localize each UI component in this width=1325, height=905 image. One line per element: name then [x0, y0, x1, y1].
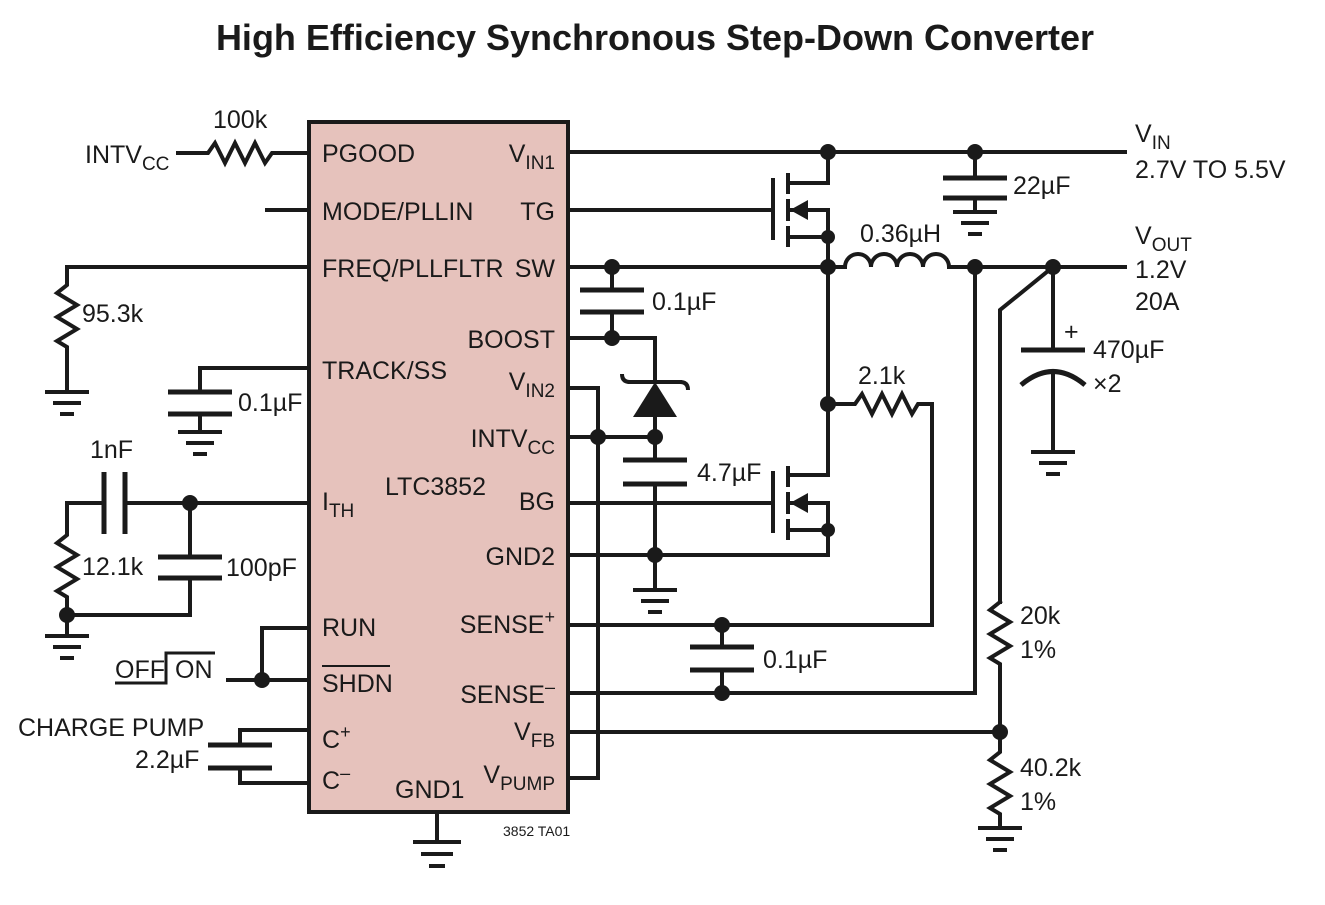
cplus-net [238, 728, 311, 744]
label-c-out: 470µF [1093, 336, 1164, 364]
pin-ith: ITH [322, 488, 354, 522]
pin-run: RUN [322, 614, 376, 642]
pin-sw: SW [515, 255, 556, 283]
node-dot [647, 547, 663, 563]
pin-mode: MODE/PLLIN [322, 198, 473, 226]
label-c-intvcc: 4.7µF [697, 459, 761, 487]
pin-gnd1: GND1 [395, 776, 464, 804]
label-r-freq: 95.3k [82, 300, 144, 328]
ground-icon [413, 840, 461, 868]
node-dot [647, 429, 663, 445]
run-net [260, 626, 311, 682]
node-dot [254, 672, 270, 688]
top-mosfet [566, 150, 835, 269]
label-r-ith: 12.1k [82, 553, 144, 581]
pin-pgood: PGOOD [322, 140, 415, 168]
label-vout-current: 20A [1135, 288, 1180, 316]
pin-senseplus: SENSE+ [460, 607, 555, 639]
label-r-bot: 40.2k [1020, 754, 1082, 782]
track-net [198, 366, 311, 392]
label-r-sense: 2.1k [858, 362, 906, 390]
r-bot [986, 730, 1014, 828]
sense-minus-net [566, 265, 977, 695]
sense-r-net [566, 389, 934, 627]
label-c-track: 0.1µF [238, 389, 302, 417]
label-c-ith-par: 100pF [226, 554, 297, 582]
pgood-net [176, 138, 311, 168]
label-c-pump: 2.2µF [135, 746, 199, 774]
schottky-diode [620, 373, 690, 417]
label-vout: VOUT [1135, 222, 1192, 256]
ith-r-net [53, 501, 104, 617]
pin-track: TRACK/SS [322, 357, 447, 385]
label-intvcc: INTVCC [85, 141, 169, 175]
boost-to-diode [610, 336, 657, 384]
pin-cminus: C– [322, 763, 350, 795]
ground-icon [978, 826, 1022, 852]
label-c-in: 22µF [1013, 172, 1070, 200]
ground-icon [953, 210, 997, 236]
label-r-pgood: 100k [213, 106, 268, 134]
label-r-bot-tol: 1% [1020, 788, 1056, 816]
pin-shdn: SHDN [322, 670, 393, 698]
pin-vin1: VIN1 [509, 140, 555, 174]
inductor [842, 252, 952, 270]
label-vin: VIN [1135, 120, 1171, 154]
label-on: ON [175, 656, 213, 684]
figure-code: 3852 TA01 [503, 823, 570, 839]
label-r-top-tol: 1% [1020, 636, 1056, 664]
label-c-out-mult: ×2 [1093, 370, 1122, 398]
ic-ltc3852 [307, 120, 570, 814]
pin-vin2: VIN2 [509, 368, 555, 402]
ground-icon [45, 390, 89, 416]
label-c-out-polarity: + [1064, 318, 1079, 346]
c100p-bottom-wire [65, 578, 192, 617]
label-vout-voltage: 1.2V [1135, 256, 1187, 284]
label-c-boost: 0.1µF [652, 288, 716, 316]
ground-icon [1031, 450, 1075, 476]
ic-name: LTC3852 [385, 473, 486, 501]
figure-title: High Efficiency Synchronous Step-Down Co… [216, 17, 1094, 58]
pin-gnd2: GND2 [486, 543, 555, 571]
fb-divider-top [998, 264, 1056, 604]
r-top [986, 599, 1014, 734]
pin-vpump: VPUMP [483, 761, 555, 795]
pin-boost: BOOST [467, 326, 555, 354]
vin2-net [566, 386, 600, 780]
ground-icon [178, 430, 222, 456]
pin-senseminus: SENSE– [460, 677, 555, 709]
pin-freq: FREQ/PLLFLTR [322, 255, 504, 283]
pin-cplus: C+ [322, 722, 351, 754]
label-inductor: 0.36µH [860, 220, 941, 248]
label-c-ith-series: 1nF [90, 436, 133, 464]
pin-tg: TG [520, 198, 555, 226]
cminus-net [238, 768, 311, 785]
off-on-waveform [115, 651, 215, 685]
label-vin-range: 2.7V TO 5.5V [1135, 156, 1286, 184]
pin-intvcc: INTVCC [471, 425, 555, 459]
label-charge-pump: CHARGE PUMP [18, 714, 204, 742]
freq-net [53, 265, 311, 394]
ground-icon [633, 588, 677, 614]
bottom-mosfet [566, 265, 835, 557]
pin-vfb: VFB [514, 718, 555, 752]
pin-bg: BG [519, 488, 555, 516]
label-r-top: 20k [1020, 602, 1061, 630]
ground-icon [45, 634, 89, 660]
label-c-sense: 0.1µF [763, 646, 827, 674]
label-off: OFF [115, 656, 165, 684]
